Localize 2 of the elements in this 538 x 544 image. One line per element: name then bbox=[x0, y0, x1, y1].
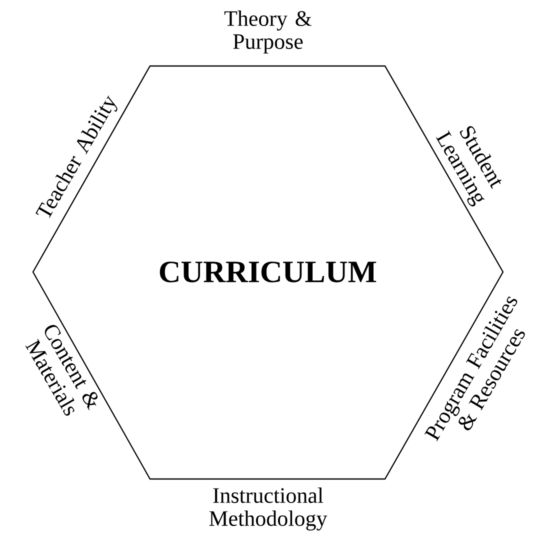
side-label: Theory & Purpose bbox=[224, 10, 312, 54]
side-label: Instructional Methodology bbox=[209, 488, 328, 530]
